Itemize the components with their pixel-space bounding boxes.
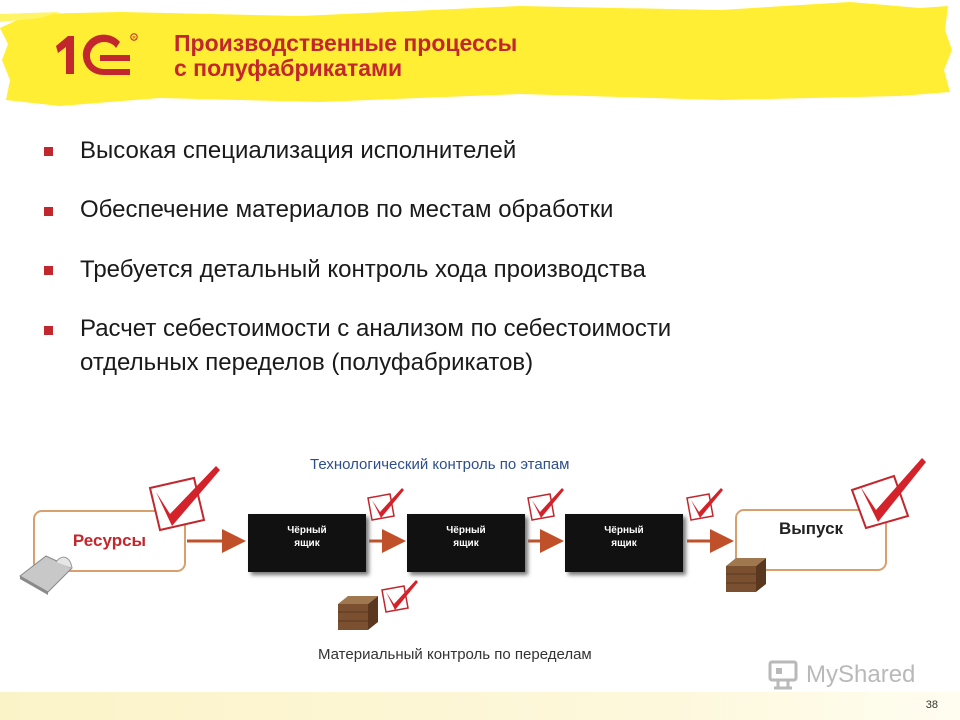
black-box-stage-1: Чёрный ящик: [248, 514, 366, 572]
wooden-box-icon: [726, 558, 766, 592]
watermark-text: MyShared: [806, 661, 916, 688]
checkbox-check-icon: [367, 488, 404, 521]
checkbox-check-icon: [686, 488, 723, 521]
bullet-text-4-continued: отдельных переделов (полуфабрикатов): [80, 349, 534, 376]
page-number: 38: [925, 699, 938, 711]
technological-control-caption: Технологический контроль по этапам: [310, 456, 570, 473]
black-box-stage-2: Чёрный ящик: [407, 514, 525, 572]
checkbox-check-icon: [381, 580, 418, 613]
slide-title-line-2: с полуфабрикатами: [174, 55, 403, 81]
checkbox-check-icon: [850, 458, 926, 530]
bullet-text-2: Обеспечение материалов по местам обработ…: [80, 196, 614, 223]
watermark: MyShared: [766, 655, 915, 695]
1c-logo: R: [56, 33, 138, 75]
metal-sheet-icon: [19, 555, 73, 595]
checkbox-check-icon: [527, 488, 564, 521]
footer-band: [0, 692, 960, 720]
bullet-marker: [44, 147, 53, 156]
material-control-caption: Материальный контроль по переделам: [318, 646, 592, 663]
bullet-text-1: Высокая специализация исполнителей: [80, 137, 517, 164]
wooden-box-icon: [338, 596, 378, 630]
checkbox-check-icon: [148, 466, 220, 532]
bullet-text-3: Требуется детальный контроль хода произв…: [80, 256, 646, 283]
black-box-stage-3: Чёрный ящик: [565, 514, 683, 572]
output-box: Выпуск: [735, 509, 887, 571]
bullet-marker: [44, 326, 53, 335]
bullet-marker: [44, 266, 53, 275]
header-highlight-band: [0, 2, 952, 106]
slide-title-line-1: Производственные процессы: [174, 30, 518, 56]
bullet-text-4: Расчет себестоимости с анализом по себес…: [80, 315, 672, 342]
bullet-marker: [44, 207, 53, 216]
svg-text:R: R: [133, 35, 137, 40]
myshared-logo-icon: [768, 660, 798, 690]
